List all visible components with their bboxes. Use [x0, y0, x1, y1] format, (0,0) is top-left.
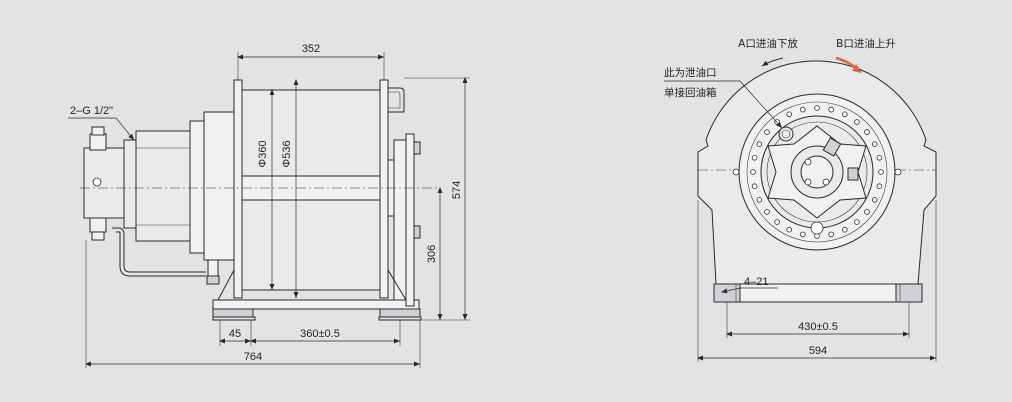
valve-fitting: [822, 137, 842, 157]
flange-bolt: [828, 231, 834, 238]
flange-bolt: [854, 219, 860, 225]
dim-axis-height: 306: [426, 187, 443, 320]
drain-label-1: 此为泄油口: [664, 66, 717, 79]
drum-width-label: 352: [302, 43, 320, 55]
drain-callout: 此为泄油口 单接回油箱: [664, 66, 783, 129]
flange-bolt: [864, 209, 870, 215]
total-height-label: 574: [451, 181, 463, 199]
valve-fitting-2: [847, 167, 859, 181]
flange-bolt: [841, 226, 848, 233]
port-b-label: B口进油上升: [836, 37, 896, 50]
flange-bolt: [786, 111, 792, 118]
flange-bolt: [786, 226, 792, 233]
port-a-label: A口进油下放: [738, 37, 798, 50]
dim-drum-width: 352: [237, 43, 385, 80]
flange-bolt: [774, 219, 780, 225]
dim-drum-dia: Φ360: [257, 89, 275, 290]
flange-bolt: [751, 183, 758, 190]
front-view: A口进油下放 B口进油上升 此为泄油口 单接回油箱 4–21 430±0.5 5…: [664, 37, 937, 362]
side-view: 2–G 1/2" 352 Φ360 Φ536 574: [68, 43, 470, 368]
flange-bolt: [764, 129, 770, 135]
drum: [217, 79, 421, 307]
flange-bolt-ring: [750, 105, 884, 239]
mount-spacing-label: 360±0.5: [300, 328, 340, 340]
flange-bolt: [854, 119, 860, 125]
flange-bolt: [871, 141, 878, 148]
drain-label-2: 单接回油箱: [664, 86, 717, 99]
flange-bolt: [750, 169, 756, 175]
flange-bolt: [814, 105, 820, 111]
dim-total-height: 574: [404, 77, 470, 321]
dim-flange-dia: Φ536: [281, 79, 299, 298]
flange-bolt: [878, 169, 884, 175]
flange-bolt: [756, 197, 763, 203]
flange-bolt: [799, 106, 806, 113]
drain-port: [778, 126, 794, 142]
holes-label: 4–21: [744, 276, 768, 288]
port-label: 2–G 1/2": [70, 105, 113, 117]
flange-bolt: [764, 209, 770, 215]
flange-bolt: [756, 141, 763, 148]
flange-bolt: [876, 183, 883, 190]
rotation-arrows: [761, 56, 862, 73]
front-mount-spacing-label: 430±0.5: [798, 321, 838, 333]
flange-bolt: [871, 197, 878, 203]
port-callout: 2–G 1/2": [68, 105, 135, 141]
base-frame: [212, 299, 422, 321]
drum-dia-label: Φ360: [257, 140, 269, 167]
offset-label: 45: [229, 328, 241, 340]
flange-dia-label: Φ536: [281, 140, 293, 167]
flange-bolt: [751, 155, 758, 161]
flange-bolt: [828, 106, 834, 113]
flange-bolt: [841, 111, 848, 118]
flange-bolt: [864, 129, 870, 135]
axis-height-label: 306: [426, 245, 438, 263]
hydraulic-motor: [83, 111, 235, 285]
dim-front-bottom: 430±0.5 594: [697, 200, 937, 362]
dim-holes: 4–21: [721, 276, 778, 294]
front-total-width-label: 594: [809, 345, 827, 357]
flange-bolt: [799, 231, 806, 238]
flange-bolt: [876, 155, 883, 161]
total-length-label: 764: [244, 351, 262, 363]
dim-bottom: 45 360±0.5 764: [85, 240, 421, 368]
